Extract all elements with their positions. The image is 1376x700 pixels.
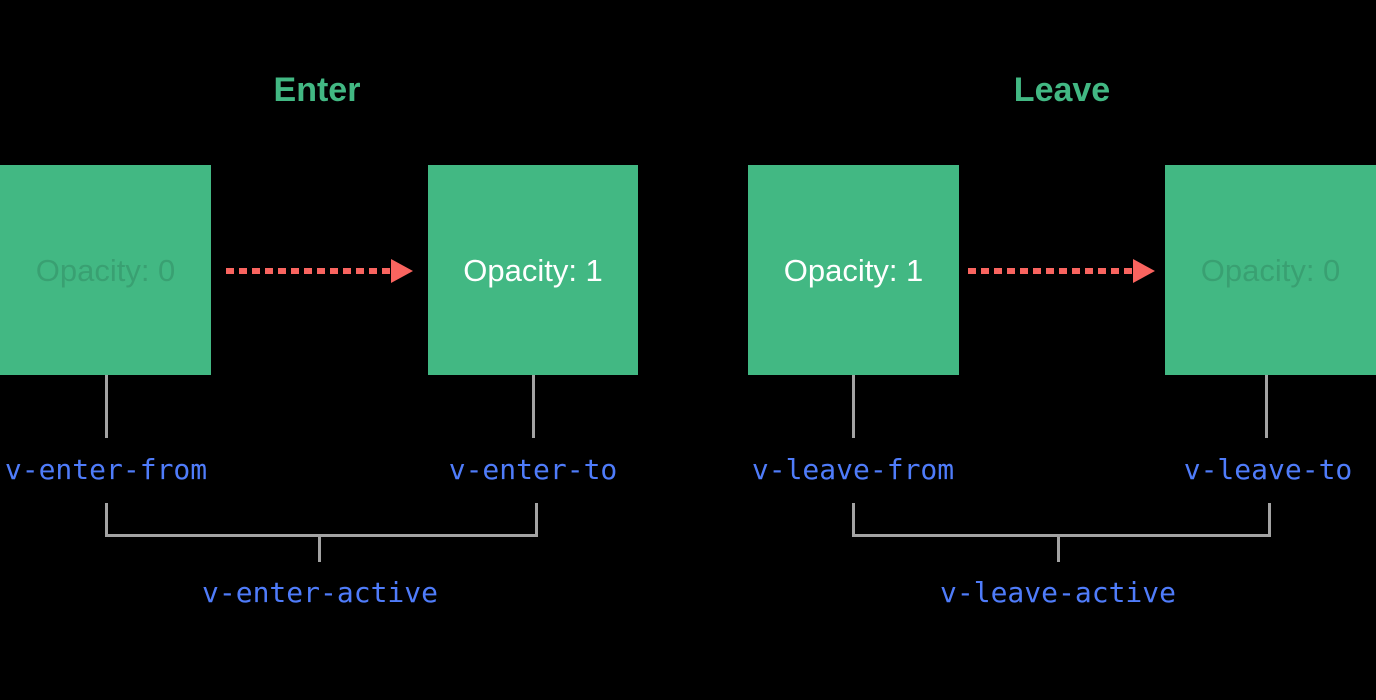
enter-to-box: Opacity: 1 bbox=[428, 165, 638, 375]
enter-active-bracket-stem bbox=[318, 534, 321, 562]
enter-from-box-label: Opacity: 0 bbox=[35, 252, 176, 288]
leave-transition-arrow-icon bbox=[968, 259, 1155, 283]
enter-active-class-label: v-enter-active bbox=[201, 576, 439, 609]
enter-from-connector-line bbox=[104, 375, 108, 438]
leave-from-box-label: Opacity: 1 bbox=[783, 252, 924, 288]
leave-from-box: Opacity: 1 bbox=[748, 165, 959, 375]
arrow-head-icon bbox=[391, 259, 413, 283]
enter-to-class-label: v-enter-to bbox=[448, 453, 618, 486]
enter-to-box-label: Opacity: 1 bbox=[463, 252, 603, 288]
enter-section-title: Enter bbox=[273, 71, 361, 109]
leave-to-class-label: v-leave-to bbox=[1183, 453, 1353, 486]
arrow-head-icon bbox=[1133, 259, 1155, 283]
leave-active-class-label: v-leave-active bbox=[939, 576, 1177, 609]
leave-from-class-label: v-leave-from bbox=[751, 453, 955, 486]
leave-to-connector-line bbox=[1264, 375, 1268, 438]
leave-from-connector-line bbox=[851, 375, 855, 438]
enter-active-bracket bbox=[104, 503, 538, 537]
enter-from-class-label: v-enter-from bbox=[4, 453, 208, 486]
leave-section-title: Leave bbox=[1013, 71, 1111, 109]
leave-to-box: Opacity: 0 bbox=[1165, 165, 1376, 375]
leave-active-bracket-stem bbox=[1056, 534, 1060, 562]
enter-to-connector-line bbox=[531, 375, 535, 438]
arrow-dashes bbox=[226, 268, 390, 274]
leave-to-box-label: Opacity: 0 bbox=[1200, 252, 1341, 288]
arrow-dashes bbox=[968, 268, 1132, 274]
enter-from-box: Opacity: 0 bbox=[0, 165, 211, 375]
leave-active-bracket bbox=[851, 503, 1271, 537]
enter-transition-arrow-icon bbox=[226, 259, 413, 283]
